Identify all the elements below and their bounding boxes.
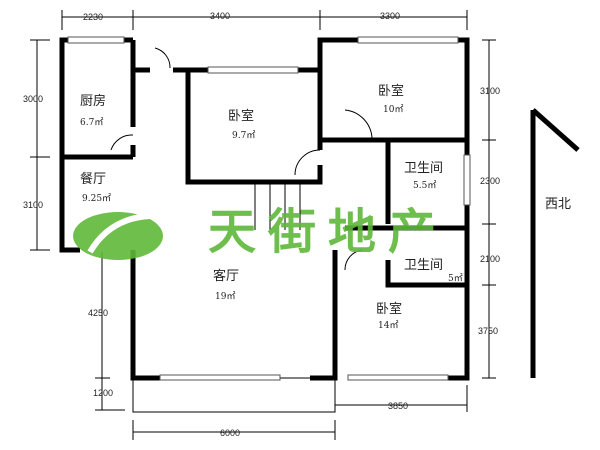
room-area-bedroom-a: 9.7㎡ [232, 130, 255, 141]
dimension-lines [30, 10, 496, 440]
room-name-bath-b: 卫生间 [404, 258, 443, 273]
room-area-bedroom-b: 10㎡ [383, 104, 403, 115]
room-name-bedroom-b: 卧室 [378, 83, 404, 99]
room-area-living: 19㎡ [215, 291, 235, 302]
watermark-logo: 天街地产 [73, 204, 448, 260]
dim-left-1: 3000 [23, 94, 43, 104]
room-name-living: 客厅 [213, 268, 239, 284]
dim-bottom-1: 6000 [220, 428, 240, 438]
room-area-bath-b: 5㎡ [448, 273, 463, 284]
dim-left-3: 4250 [88, 308, 108, 318]
room-area-bath-a: 5.5㎡ [413, 180, 436, 191]
dim-top-2: 3400 [210, 11, 230, 21]
room-name-kitchen: 厨房 [80, 93, 106, 109]
dim-top-1: 2230 [83, 12, 103, 22]
dim-bottom-2: 3850 [388, 401, 408, 411]
dim-right-4: 3750 [478, 326, 498, 336]
room-area-bedroom-c: 14㎡ [378, 320, 398, 331]
room-area-dining: 9.25㎡ [82, 193, 111, 204]
orientation-label: 西北 [545, 197, 571, 212]
dim-right-2: 2300 [480, 176, 500, 186]
room-name-bedroom-a: 卧室 [228, 108, 254, 124]
room-name-dining: 餐厅 [80, 171, 106, 187]
dim-left-2: 3100 [23, 200, 43, 210]
room-name-bath-a: 卫生间 [404, 161, 443, 176]
dim-left-4: 1200 [93, 388, 113, 398]
room-name-bedroom-c: 卧室 [376, 301, 402, 317]
windows [67, 36, 471, 381]
watermark-logo-icon [73, 212, 163, 260]
dim-top-3: 3300 [380, 11, 400, 21]
room-area-kitchen: 6.7㎡ [80, 117, 103, 128]
dim-right-3: 2100 [480, 254, 500, 264]
watermark-text: 天街地产 [208, 204, 448, 260]
dim-right-1: 3100 [480, 86, 500, 96]
